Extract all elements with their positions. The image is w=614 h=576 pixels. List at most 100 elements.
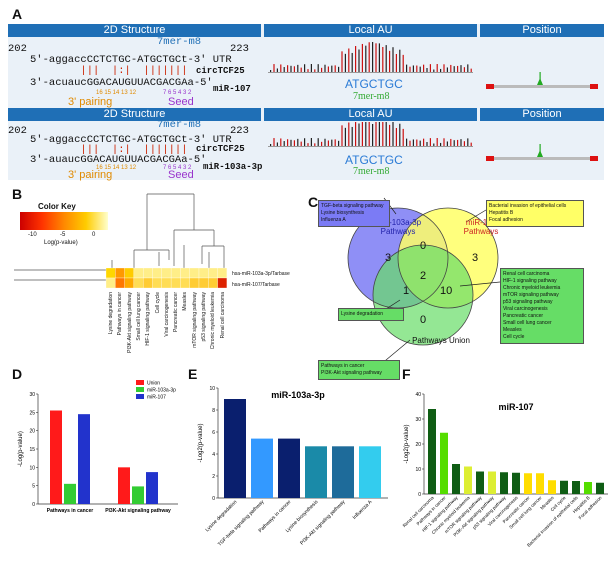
pair-digits: 16 15 14 13 12 xyxy=(96,165,137,171)
au-bar xyxy=(361,43,363,72)
au-bar xyxy=(375,122,377,146)
au-bar xyxy=(419,140,421,146)
au-bar xyxy=(290,139,292,146)
au-bar xyxy=(470,142,472,146)
legend-swatch xyxy=(136,380,144,385)
venn-count-only3: 0 xyxy=(420,314,427,326)
au-bar xyxy=(446,67,448,72)
bar xyxy=(78,414,90,504)
seed-digits: 7 6 5 4 3 2 xyxy=(163,165,192,171)
au-bar xyxy=(392,47,394,72)
y-tick-label: 5 xyxy=(32,484,35,490)
legend-label: Union xyxy=(147,381,160,387)
au-bar xyxy=(300,141,302,146)
header-position: Position xyxy=(480,24,604,37)
y-tick-label: 0 xyxy=(212,496,215,502)
venn-label-mir107: miR-107 Pathways xyxy=(463,218,499,236)
au-bar xyxy=(426,68,428,72)
bar xyxy=(548,480,556,494)
heatmap-col-label: Viral carcinogenesis xyxy=(163,292,170,337)
panel-label-a: A xyxy=(12,6,23,22)
bar xyxy=(251,438,273,498)
au-bar xyxy=(433,143,435,146)
panel-a-row-1 xyxy=(8,24,604,114)
au-bar xyxy=(412,65,414,72)
au-bar xyxy=(358,49,360,72)
heatmap-col-label: Cell cycle xyxy=(154,292,161,314)
y-tick-label: 20 xyxy=(415,442,421,448)
pathway-item: Bacterial invasion of epithelial cells xyxy=(489,203,567,209)
au-bar xyxy=(310,138,312,146)
au-bar xyxy=(429,138,431,146)
legend-label: miR-103a-3p xyxy=(147,388,176,394)
au-bar xyxy=(276,142,278,146)
au-bar xyxy=(385,122,387,146)
bar xyxy=(428,409,436,494)
au-bar xyxy=(280,64,282,72)
au-bar xyxy=(412,139,414,146)
au-bar xyxy=(314,143,316,146)
au-baseline xyxy=(268,146,473,147)
heatmap-row-label: hsa-miR-103a-3p/Tarbase xyxy=(232,271,290,277)
au-bar xyxy=(385,45,387,72)
bar xyxy=(132,486,144,504)
pathway-item: Pancreatic cancer xyxy=(503,313,544,319)
au-bar xyxy=(467,64,469,72)
au-bar xyxy=(382,46,384,72)
au-bar xyxy=(280,138,282,146)
au-bar xyxy=(327,66,329,72)
bar xyxy=(224,399,246,498)
pathway-item: Cell cycle xyxy=(503,334,525,340)
au-bar xyxy=(297,138,299,146)
au-bar xyxy=(368,122,370,146)
au-bar xyxy=(293,66,295,72)
seed-label: Seed xyxy=(168,96,194,108)
au-bar xyxy=(453,140,455,146)
au-bar xyxy=(290,65,292,72)
panel-label-e: E xyxy=(188,366,198,382)
seed-label: Seed xyxy=(168,169,194,181)
bar xyxy=(500,472,508,494)
au-bar xyxy=(314,69,316,72)
y-axis-label: -Log2(p-value) xyxy=(404,424,410,463)
chart-title: miR-103a-3p xyxy=(271,390,325,400)
au-bar xyxy=(436,138,438,146)
au-bar xyxy=(419,66,421,72)
au-bar xyxy=(392,122,394,146)
au-bar xyxy=(293,140,295,146)
mirna-line: 3'-acuaucGGACAUGUUACGACGAa-5' xyxy=(30,77,213,89)
seed-digits: 7 6 5 4 3 2 xyxy=(163,90,192,96)
header-2d-structure: 2D Structure xyxy=(8,24,261,37)
heatmap-cell xyxy=(208,277,218,289)
position-cap-left xyxy=(486,156,494,161)
position-row-1 xyxy=(486,72,598,89)
y-tick-label: 30 xyxy=(29,392,35,398)
position-track xyxy=(488,85,596,88)
heatmap-cell xyxy=(161,267,172,279)
pathway-box-blue: TGF-beta signaling pathway Lysine biosyn… xyxy=(318,200,390,227)
legend-swatch xyxy=(136,387,144,392)
position-cap-right xyxy=(590,84,598,89)
bar xyxy=(560,480,568,494)
au-bar xyxy=(389,50,391,72)
au-bar xyxy=(365,122,367,146)
heatmap-cells xyxy=(105,267,228,289)
pathway-item: Chronic myeloid leukemia xyxy=(503,285,561,291)
pathway-item: Lysine degradation xyxy=(341,311,384,317)
chart-title: miR-107 xyxy=(498,402,533,412)
position-cap-right xyxy=(590,156,598,161)
au-bar xyxy=(344,127,346,146)
au-bar xyxy=(297,64,299,72)
pathway-item: mTOR signaling pathway xyxy=(503,292,559,298)
au-bar xyxy=(372,124,374,146)
au-bar xyxy=(348,48,350,72)
x-tick-label: Pathways in cancer xyxy=(47,508,93,514)
pathway-item: Measles xyxy=(503,327,522,333)
site-type: 7mer-m8 xyxy=(157,119,202,131)
au-bar xyxy=(273,138,275,146)
color-key-title: Color Key xyxy=(38,202,76,211)
heatmap-cell xyxy=(115,267,125,279)
pathway-item: Influenza A xyxy=(321,217,346,223)
